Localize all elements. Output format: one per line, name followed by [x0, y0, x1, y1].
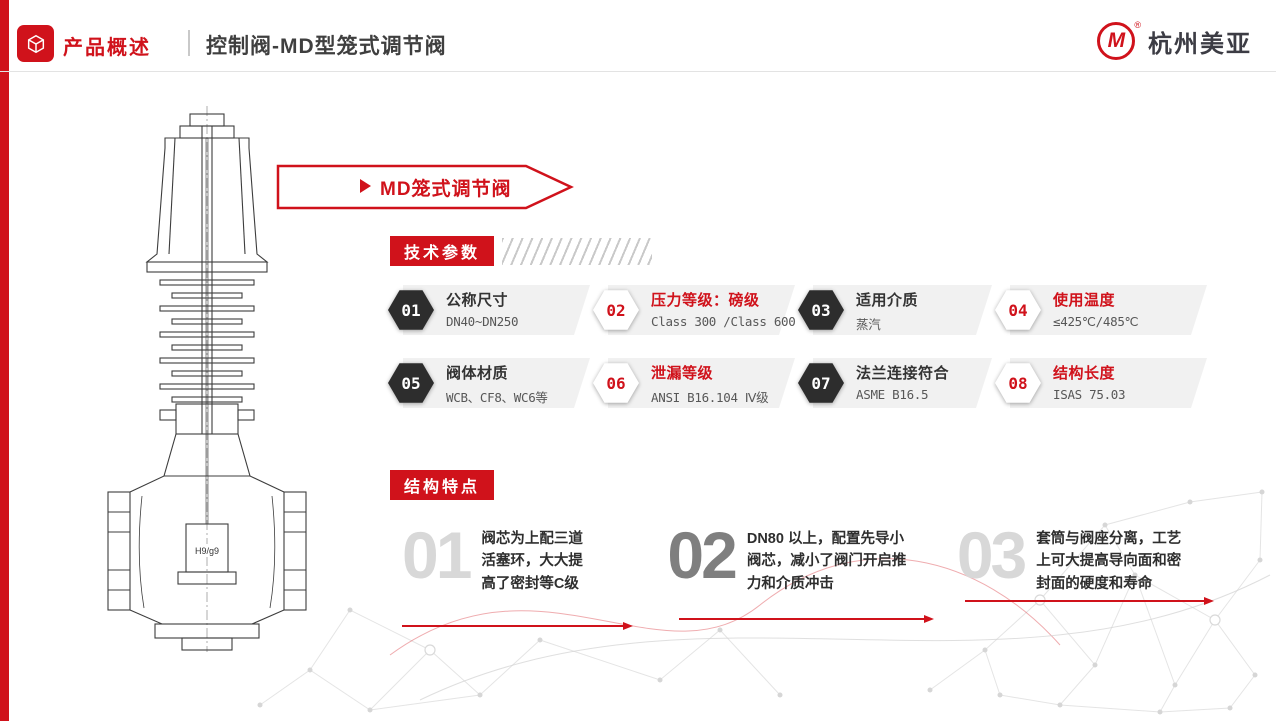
- param-number-badge: 02: [593, 289, 639, 331]
- feature-text: DN80 以上，配置先导小阀芯，减小了阀门开启推力和介质冲击: [746, 531, 907, 592]
- param-title: 结构长度: [1053, 365, 1116, 382]
- play-marker-icon: [360, 179, 371, 193]
- accent-left-bar: [0, 0, 9, 721]
- feature-item: 03 套筒与阀座分离，工艺上可大提高导向面和密封面的硬度和寿命: [956, 518, 1214, 605]
- param-title: 法兰连接符合: [856, 365, 950, 382]
- brand-name: 杭州美亚: [1148, 30, 1252, 58]
- param-bg-shape: [608, 285, 795, 335]
- ribbon-shape: [276, 164, 574, 210]
- cube-icon: [17, 25, 54, 62]
- tech-param-item: 07 法兰连接符合 ASME B16.5: [798, 353, 995, 413]
- tech-param-item: 01 公称尺寸 DN40~DN250: [388, 280, 593, 340]
- param-number-badge: 06: [593, 362, 639, 404]
- feature-text: 阀芯为上配三道活塞环，大大提高了密封等C级: [481, 531, 583, 592]
- param-bg-shape: [1010, 285, 1207, 335]
- param-bg-shape: [608, 358, 795, 408]
- tech-param-item: 02 压力等级：磅级 Class 300 /Class 600: [593, 280, 798, 340]
- feature-text: 套筒与阀座分离，工艺上可大提高导向面和密封面的硬度和寿命: [1036, 531, 1182, 592]
- page-title: 控制阀-MD型笼式调节阀: [206, 35, 447, 58]
- feature-item: 01 阀芯为上配三道活塞环，大大提高了密封等C级: [402, 518, 633, 630]
- param-number-badge: 03: [798, 289, 844, 331]
- param-value: 蒸汽: [856, 317, 881, 332]
- param-value: ASME B16.5: [856, 387, 929, 402]
- param-value: DN40~DN250: [446, 314, 519, 329]
- feature-number: 03: [956, 518, 1027, 592]
- registered-mark: ®: [1134, 20, 1141, 30]
- fit-tolerance-label: H9/g9: [195, 546, 219, 556]
- features-row: 01 阀芯为上配三道活塞环，大大提高了密封等C级 02 DN80 以上，配置先导…: [402, 518, 1214, 630]
- param-title: 压力等级：磅级: [651, 292, 760, 309]
- brand-m-logo-icon: M: [1097, 22, 1136, 60]
- header-rule: [0, 71, 1276, 72]
- brand-logo-block: M ® 杭州美亚: [1097, 20, 1252, 60]
- param-value: ISAS 75.03: [1053, 387, 1126, 402]
- tech-param-item: 05 阀体材质 WCB、CF8、WC6等: [388, 353, 593, 413]
- param-title: 阀体材质: [446, 365, 509, 382]
- param-value: ANSI B16.104 Ⅳ级: [651, 390, 769, 405]
- tech-param-item: 03 适用介质 蒸汽: [798, 280, 995, 340]
- tech-params-grid: 01 公称尺寸 DN40~DN250 02 压力等级：磅级 Class 300 …: [388, 280, 1220, 413]
- feature-item: 02 DN80 以上，配置先导小阀芯，减小了阀门开启推力和介质冲击: [667, 518, 935, 623]
- ribbon-banner: MD笼式调节阀: [276, 163, 576, 211]
- feature-number: 01: [402, 518, 472, 592]
- param-bg-shape: [403, 358, 590, 408]
- param-number-badge: 07: [798, 362, 844, 404]
- param-value: WCB、CF8、WC6等: [446, 390, 548, 405]
- tech-param-item: 08 结构长度 ISAS 75.03: [995, 353, 1210, 413]
- arrow-right-icon: [964, 596, 1214, 605]
- header-divider: [188, 30, 190, 56]
- ribbon-label: MD笼式调节阀: [380, 179, 512, 200]
- arrow-right-icon: [679, 614, 935, 623]
- param-title: 适用介质: [856, 292, 919, 309]
- param-value: Class 300 /Class 600: [651, 314, 796, 329]
- param-number-badge: 08: [995, 362, 1041, 404]
- param-number-badge: 01: [388, 289, 434, 331]
- arrow-right-icon: [402, 621, 633, 630]
- param-title: 使用温度: [1053, 292, 1116, 309]
- param-title: 公称尺寸: [446, 292, 509, 309]
- param-value: ≤425℃/485℃: [1053, 314, 1139, 329]
- param-bg-shape: [403, 285, 590, 335]
- plexus-decoration: [257, 489, 1265, 715]
- hatch-decoration: [502, 238, 652, 265]
- tech-param-item: 06 泄漏等级 ANSI B16.104 Ⅳ级: [593, 353, 798, 413]
- tech-params-heading: 技术参数: [390, 236, 494, 266]
- param-bg-shape: [1010, 358, 1207, 408]
- param-title: 泄漏等级: [651, 365, 714, 382]
- feature-number: 02: [667, 518, 737, 592]
- param-number-badge: 05: [388, 362, 434, 404]
- param-number-badge: 04: [995, 289, 1041, 331]
- features-heading: 结构特点: [390, 470, 494, 500]
- header-section-label: 产品概述: [63, 37, 151, 59]
- decorative-curves: [389, 558, 1271, 701]
- valve-technical-drawing: H9/g9: [107, 106, 307, 652]
- tech-param-item: 04 使用温度 ≤425℃/485℃: [995, 280, 1210, 340]
